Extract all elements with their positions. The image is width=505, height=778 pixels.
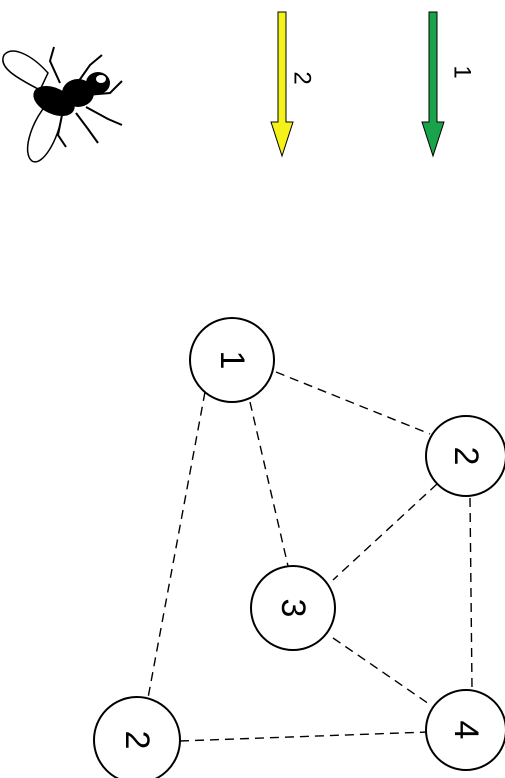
arrow-2: 2	[270, 11, 316, 158]
arrow-1-label: 1	[449, 65, 476, 78]
node-label: 3	[274, 599, 312, 618]
graph-node: 2	[93, 696, 181, 778]
graph-node: 2	[425, 415, 505, 497]
arrow-1: 1	[421, 11, 476, 158]
node-label: 4	[447, 721, 485, 740]
node-label: 1	[213, 351, 251, 370]
edge-1-3	[249, 401, 289, 567]
edge-2-4	[469, 497, 473, 689]
graph-node: 1	[189, 317, 275, 403]
arrow-2-label: 2	[289, 71, 316, 84]
fly-icon	[2, 46, 123, 163]
edge-3-4	[332, 637, 433, 707]
graph-edges	[147, 371, 473, 742]
graph-node: 3	[250, 565, 336, 651]
node-label: 2	[447, 447, 485, 466]
edge-1-2	[275, 371, 431, 435]
graph-node: 4	[425, 689, 505, 771]
node-label: 2	[118, 731, 156, 750]
edge-1-2b	[147, 391, 206, 699]
edge-2b-4	[179, 731, 429, 742]
edge-2-3	[332, 483, 438, 581]
